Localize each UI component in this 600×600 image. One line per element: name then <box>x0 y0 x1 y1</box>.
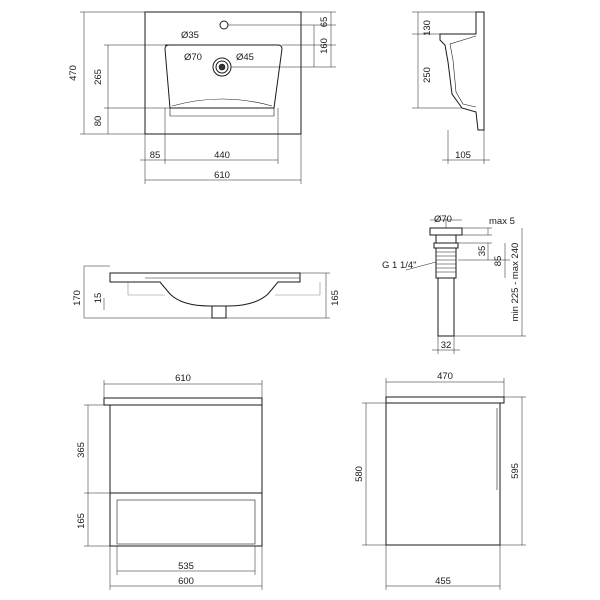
dim-side-top: 130 <box>422 20 433 36</box>
dim-cab-width-top: 610 <box>175 373 191 384</box>
cabinet-side-view: 470 580 595 455 <box>354 371 526 590</box>
dim-cab-inner: 535 <box>178 561 194 572</box>
label-drain-cap: Ø70 <box>434 214 452 225</box>
label-faucet-hole: Ø35 <box>181 30 199 41</box>
label-drain-inner: Ø45 <box>236 52 254 63</box>
dim-side-bowl: 250 <box>422 67 433 83</box>
sink-top-view: 470 265 80 65 160 85 440 610 Ø35 Ø70 Ø45 <box>68 11 336 184</box>
dim-cab-body: 600 <box>178 576 194 587</box>
dim-top-overflow: 65 <box>319 17 330 28</box>
cabinet-front-view: 610 365 165 535 600 <box>76 373 263 590</box>
dim-cab-depth-body: 455 <box>435 576 451 587</box>
dim-cab-shelf: 165 <box>76 513 87 529</box>
sink-front-view: 170 15 165 <box>72 265 341 319</box>
dim-drain-h2: 85 <box>493 256 504 267</box>
drain-assembly: Ø70 max 5 G 1 1/4" 35 85 min 225 - max 2… <box>382 214 526 354</box>
sink-side-section: 130 250 105 <box>412 11 490 164</box>
dim-top-width: 610 <box>214 170 230 181</box>
dim-drain-h1: 35 <box>477 246 488 257</box>
dim-top-basin: 265 <box>93 69 104 85</box>
dim-top-height-total: 470 <box>68 65 79 81</box>
dim-front-rim: 15 <box>93 293 104 304</box>
label-drain-outer: Ø70 <box>184 52 202 63</box>
dim-cab-drawer: 365 <box>76 442 87 458</box>
dim-drain-pipe: 32 <box>441 340 452 351</box>
dim-cab-depth-top: 470 <box>437 371 453 382</box>
dim-top-bowl-width: 440 <box>214 150 230 161</box>
dim-front-right: 165 <box>330 290 341 306</box>
dim-top-bowl: 160 <box>319 38 330 54</box>
label-drain-thread: G 1 1/4" <box>382 260 417 271</box>
dim-cab-body-height: 580 <box>354 466 365 482</box>
dim-front-height: 170 <box>72 290 83 306</box>
dim-cab-total-height: 595 <box>510 463 521 479</box>
dim-top-front: 80 <box>93 116 104 127</box>
label-drain-max: max 5 <box>489 216 515 227</box>
dim-side-depth: 105 <box>455 150 471 161</box>
drain-thread <box>435 247 457 279</box>
dim-top-left-offset: 85 <box>150 150 161 161</box>
dim-drain-length: min 225 - max 240 <box>510 243 521 322</box>
